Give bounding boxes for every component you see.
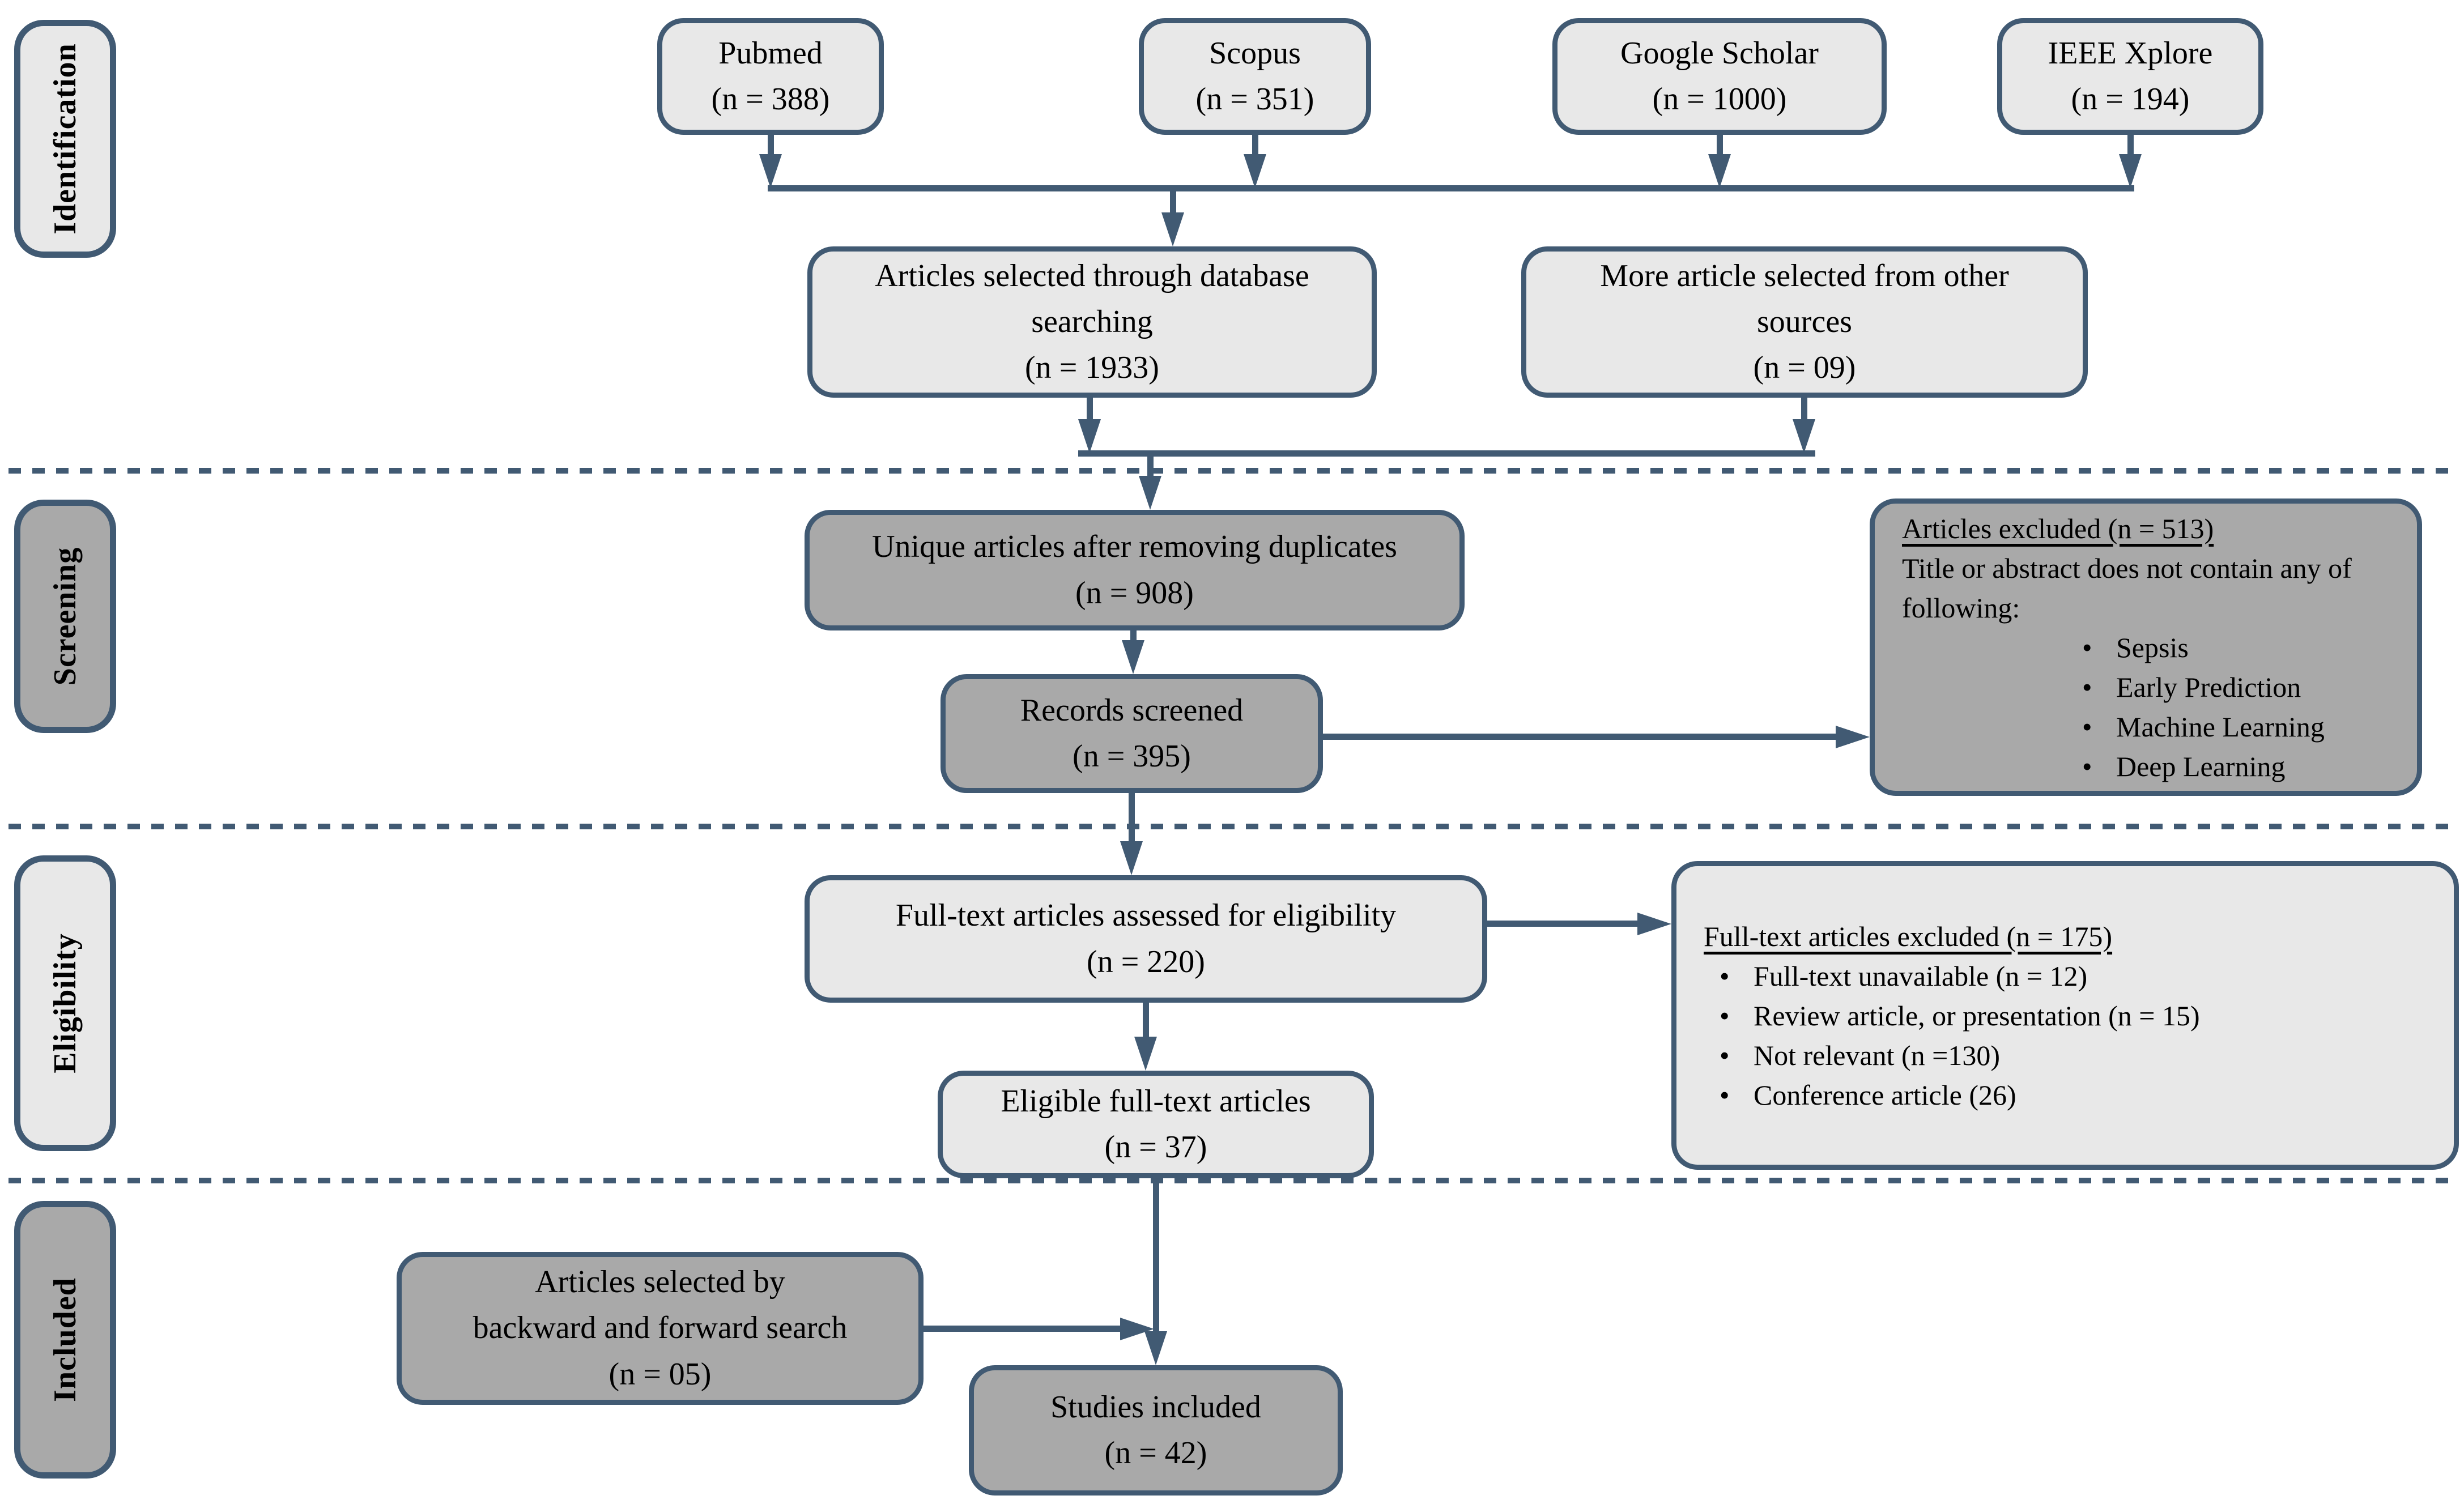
arrowhead-fulltext-excluded: [1637, 913, 1671, 935]
arrowhead-eligible-fulltext: [1134, 1037, 1157, 1071]
arrowhead-ieee-down: [2119, 154, 2142, 188]
label-backward-forward: Articles selected by backward and forwar…: [473, 1264, 848, 1392]
connector-backward-to-junction: [924, 1326, 1122, 1332]
stage-band-screening: Screening: [14, 500, 116, 733]
bullet-item: Full-text unavailable (n = 12): [1709, 956, 2200, 996]
box-records-screened: Records screened (n = 395): [941, 674, 1323, 793]
source-label-ieee-xplore: IEEE Xplore (n = 194): [2048, 35, 2213, 117]
box-screening-excluded: Articles excluded (n = 513) Title or abs…: [1870, 499, 2422, 796]
bullet-item: Early Prediction: [2072, 667, 2325, 707]
collector-line-sources: [768, 185, 2134, 191]
arrowhead-pubmed-down: [759, 154, 782, 188]
source-label-pubmed: Pubmed (n = 388): [711, 35, 830, 117]
source-label-google-scholar: Google Scholar (n = 1000): [1620, 35, 1819, 117]
stage-label-eligibility: Eligibility: [48, 933, 83, 1073]
bullet-item: Review article, or presentation (n = 15): [1709, 996, 2200, 1036]
label-unique-articles: Unique articles after removing duplicate…: [872, 529, 1397, 611]
stage-label-included: Included: [48, 1277, 83, 1402]
box-unique-articles: Unique articles after removing duplicate…: [805, 510, 1465, 630]
connector-pubmed-down: [768, 135, 774, 159]
arrowhead-other-sources-down: [1793, 419, 1815, 453]
eligibility-excluded-bullets: Full-text unavailable (n = 12)Review art…: [1704, 956, 2200, 1115]
connector-merge-to-unique: [1147, 456, 1154, 478]
screening-excluded-heading: Articles excluded (n = 513): [1902, 512, 2214, 544]
box-studies-included: Studies included (n = 42): [969, 1365, 1343, 1496]
label-eligible-fulltext: Eligible full-text articles (n = 37): [1001, 1083, 1311, 1165]
connector-database-search-down: [1087, 398, 1093, 420]
label-studies-included: Studies included (n = 42): [1050, 1389, 1261, 1471]
bullet-item: Not relevant (n =130): [1709, 1036, 2200, 1075]
stage-band-eligibility: Eligibility: [14, 855, 116, 1151]
source-box-ieee-xplore: IEEE Xplore (n = 194): [1997, 18, 2263, 135]
section-divider-screening-eligibility: [8, 824, 2456, 829]
connector-scopus-down: [1252, 135, 1258, 159]
connector-fulltext-to-excluded: [1487, 921, 1640, 927]
box-database-search: Articles selected through database searc…: [807, 246, 1377, 398]
connector-unique-to-records: [1130, 630, 1137, 643]
bullet-item: Sepsis: [2072, 628, 2325, 667]
box-eligibility-excluded: Full-text articles excluded (n = 175) Fu…: [1671, 861, 2459, 1170]
source-label-scopus: Scopus (n = 351): [1195, 35, 1314, 117]
screening-excluded-bullets: SepsisEarly PredictionMachine LearningDe…: [1902, 628, 2325, 786]
section-divider-identification-screening: [8, 468, 2456, 474]
stage-label-identification: Identification: [48, 43, 83, 235]
connector-records-to-fulltext: [1129, 793, 1135, 844]
connector-collector-to-database-search: [1170, 191, 1176, 215]
collector-line-merge: [1078, 450, 1815, 457]
connector-fulltext-to-eligible: [1143, 1003, 1149, 1039]
screening-excluded-intro: Title or abstract does not contain any o…: [1902, 552, 2352, 624]
bullet-item: Machine Learning: [2072, 707, 2325, 747]
connector-ieee-down: [2127, 135, 2134, 159]
eligibility-excluded-heading: Full-text articles excluded (n = 175): [1704, 920, 2113, 952]
box-backward-forward: Articles selected by backward and forwar…: [397, 1252, 924, 1405]
arrowhead-database-search-down: [1078, 419, 1101, 453]
label-records-screened: Records screened (n = 395): [1020, 692, 1244, 774]
stage-label-screening: Screening: [48, 547, 83, 686]
source-box-pubmed: Pubmed (n = 388): [657, 18, 884, 135]
label-other-sources: More article selected from other sources…: [1600, 258, 2009, 386]
arrowhead-unique-articles: [1139, 476, 1161, 510]
label-database-search: Articles selected through database searc…: [875, 258, 1309, 386]
arrowhead-scopus-down: [1244, 154, 1266, 188]
arrowhead-backward-junction: [1120, 1318, 1154, 1340]
source-box-scopus: Scopus (n = 351): [1139, 18, 1371, 135]
stage-band-included: Included: [14, 1201, 116, 1479]
connector-eligible-to-studies: [1153, 1178, 1159, 1334]
connector-google-scholar-down: [1717, 135, 1723, 159]
arrowhead-database-search: [1161, 212, 1184, 246]
box-eligible-fulltext: Eligible full-text articles (n = 37): [938, 1071, 1374, 1178]
arrowhead-fulltext-assessed: [1120, 841, 1143, 875]
arrowhead-articles-excluded: [1836, 726, 1870, 748]
section-divider-eligibility-included: [8, 1178, 2456, 1183]
bullet-item: Deep Learning: [2072, 747, 2325, 786]
label-fulltext-assessed: Full-text articles assessed for eligibil…: [895, 898, 1397, 979]
arrowhead-google-scholar-down: [1708, 154, 1731, 188]
stage-band-identification: Identification: [14, 20, 116, 258]
connector-other-sources-down: [1801, 398, 1807, 420]
bullet-item: Conference article (26): [1709, 1075, 2200, 1115]
box-fulltext-assessed: Full-text articles assessed for eligibil…: [805, 875, 1487, 1003]
source-box-google-scholar: Google Scholar (n = 1000): [1552, 18, 1887, 135]
connector-records-to-excluded: [1323, 734, 1839, 740]
box-other-sources: More article selected from other sources…: [1521, 246, 2088, 398]
arrowhead-records-screened: [1122, 640, 1144, 674]
